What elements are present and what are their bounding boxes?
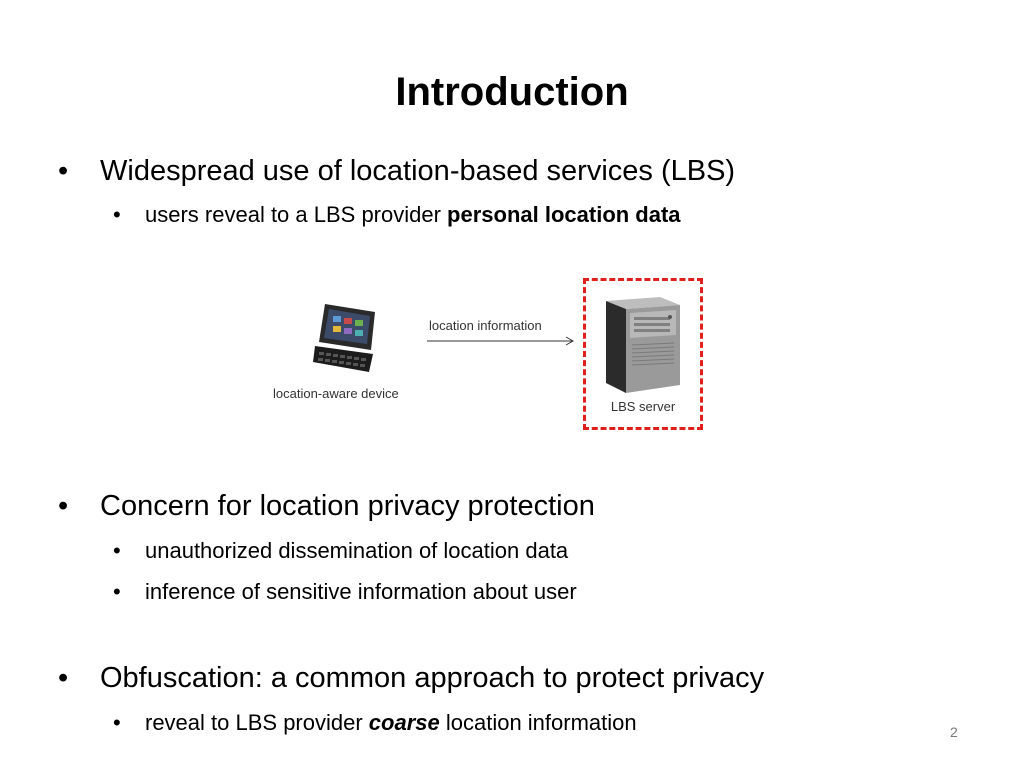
bullet-glyph: • <box>113 538 121 563</box>
bullet-obfuscation: • Obfuscation: a common approach to prote… <box>58 660 764 696</box>
bullet-text: Obfuscation: a common approach to protec… <box>100 662 765 694</box>
bullet-glyph: • <box>58 662 69 694</box>
bullet-text: Concern for location privacy protection <box>100 490 595 522</box>
server-label: LBS server <box>610 399 676 414</box>
sub-bullet-prefix: users reveal to a LBS provider <box>145 202 448 227</box>
sub-bullet-prefix: reveal to LBS provider <box>145 710 369 735</box>
bullet-glyph: • <box>113 202 121 227</box>
arrow-label: location information <box>429 318 542 333</box>
bullet-glyph: • <box>58 490 69 522</box>
bullet-glyph: • <box>58 155 69 187</box>
page-number: 2 <box>950 724 958 740</box>
bullet-glyph: • <box>113 579 121 604</box>
bullet-text: Widespread use of location-based service… <box>100 155 736 187</box>
bullet-privacy-concern: • Concern for location privacy protection <box>58 488 595 524</box>
server-highlight-box: LBS server <box>583 278 703 430</box>
sub-bullet-inference: • inference of sensitive information abou… <box>113 578 577 606</box>
sub-bullet-dissemination: • unauthorized dissemination of location … <box>113 537 568 565</box>
sub-bullet-coarse: • reveal to LBS provider coarse location … <box>113 709 637 737</box>
sub-bullet-emphasis: personal location data <box>447 202 681 227</box>
arrow-right-icon <box>427 336 575 346</box>
sub-bullet-text: unauthorized dissemination of location d… <box>145 538 569 563</box>
sub-bullet-suffix: location information <box>439 710 637 735</box>
lbs-diagram: location-aware device location informati… <box>265 270 725 440</box>
sub-bullet-emphasis: coarse <box>368 710 440 735</box>
bullet-lbs-use: • Widespread use of location-based servic… <box>58 153 735 189</box>
server-icon <box>606 297 680 393</box>
sub-bullet-text: inference of sensitive information about… <box>145 579 577 604</box>
bullet-glyph: • <box>113 710 121 735</box>
slide-title: Introduction <box>395 70 629 114</box>
device-label: location-aware device <box>273 386 399 401</box>
phone-icon <box>313 304 375 372</box>
sub-bullet-reveal-data: • users reveal to a LBS provider personal… <box>113 201 681 229</box>
